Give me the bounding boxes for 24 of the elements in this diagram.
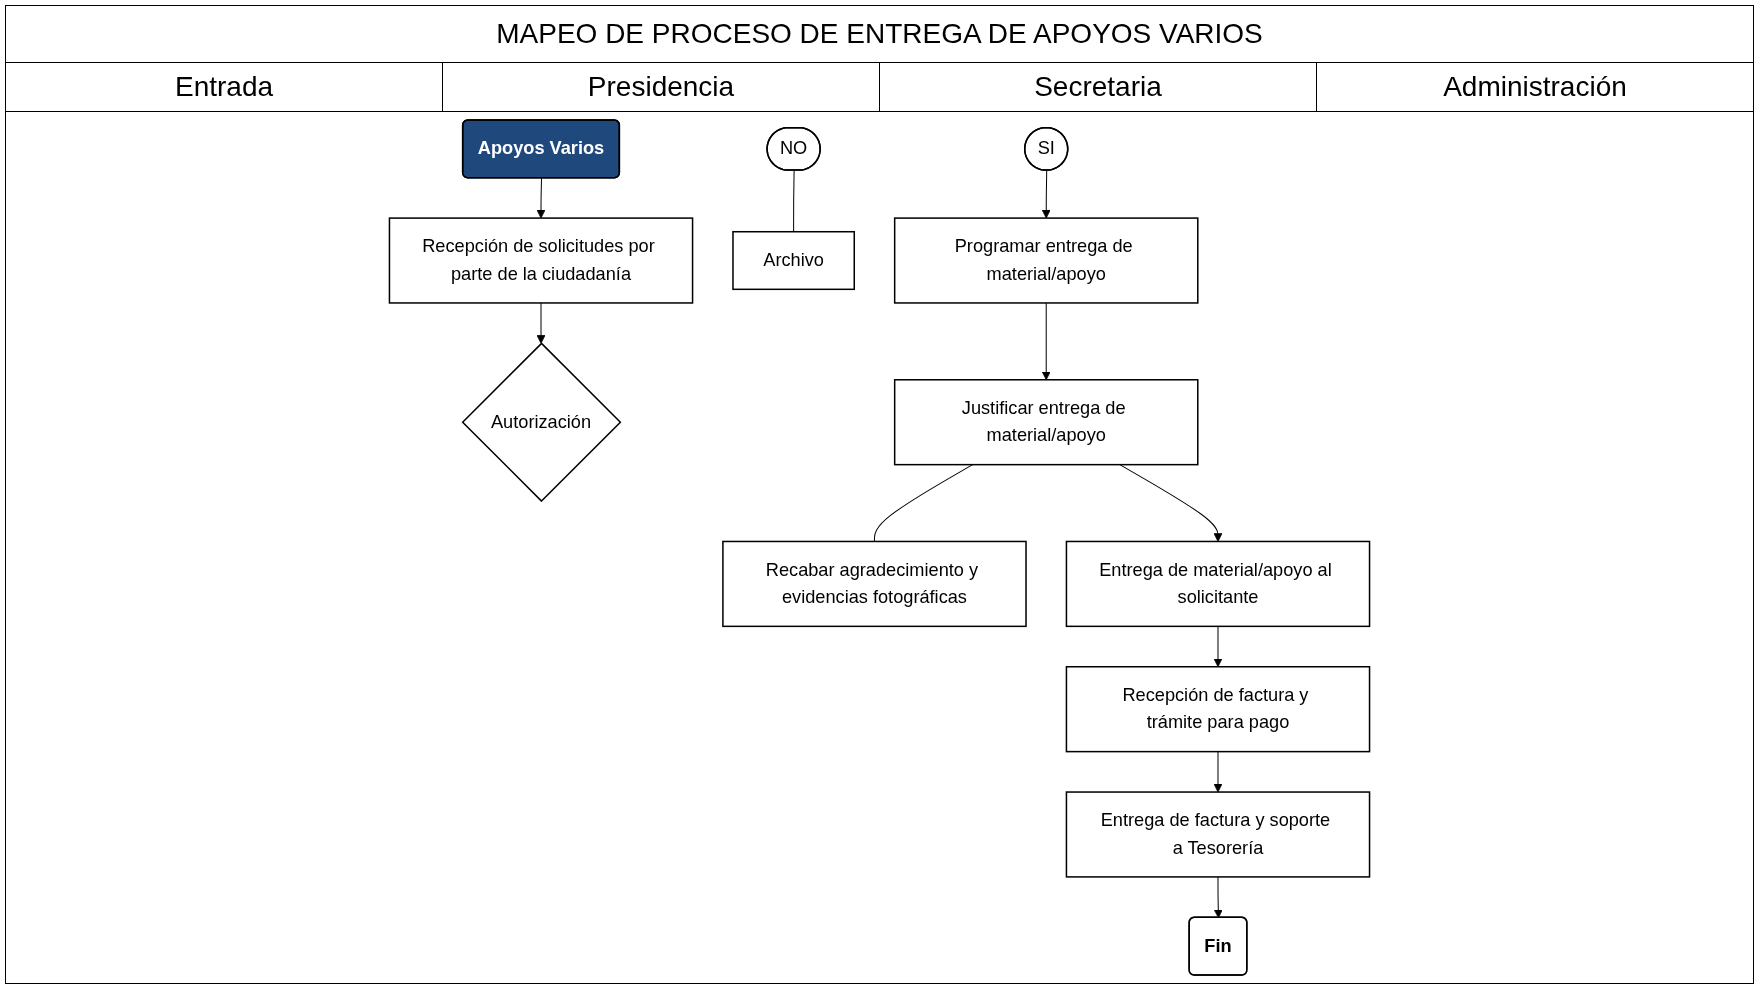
arrow xyxy=(1213,876,1223,919)
lane-header: Secretaria xyxy=(880,63,1317,111)
lane-header: Presidencia xyxy=(443,63,880,111)
node-box: Entrega de material/apoyo al solicitante xyxy=(1065,540,1371,628)
arrow xyxy=(1041,302,1051,381)
node-box: Justificar entrega de material/apoyo xyxy=(893,379,1199,466)
connector xyxy=(793,170,795,233)
node-box: Recabar agradecimiento y evidencias fotográficas xyxy=(722,540,1027,628)
node-box: Archivo xyxy=(732,230,855,291)
node-box: Recepción de factura y trámite para pago xyxy=(1065,666,1371,753)
node-box: Programar entrega de material/apoyo xyxy=(893,217,1199,304)
lane-header: Administración xyxy=(1442,70,1628,104)
node-diamond: Autorización xyxy=(461,342,622,503)
connector xyxy=(873,464,974,542)
lane-header: Entrada xyxy=(6,63,443,111)
node-box: Recepción de solicitudes por parte de la ciudadanía xyxy=(388,217,694,304)
arrow xyxy=(1213,751,1223,793)
node-box: Entrega de factura y soporte a Tesorería xyxy=(1065,791,1371,878)
arrow xyxy=(1041,170,1051,219)
arrow xyxy=(536,177,546,219)
arrow xyxy=(1119,464,1223,542)
diagram-title: MAPEO DE PROCESO DE ENTREGA DE APOYOS VARIOS xyxy=(6,6,1753,63)
arrow xyxy=(1213,625,1223,668)
arrow xyxy=(536,302,546,344)
